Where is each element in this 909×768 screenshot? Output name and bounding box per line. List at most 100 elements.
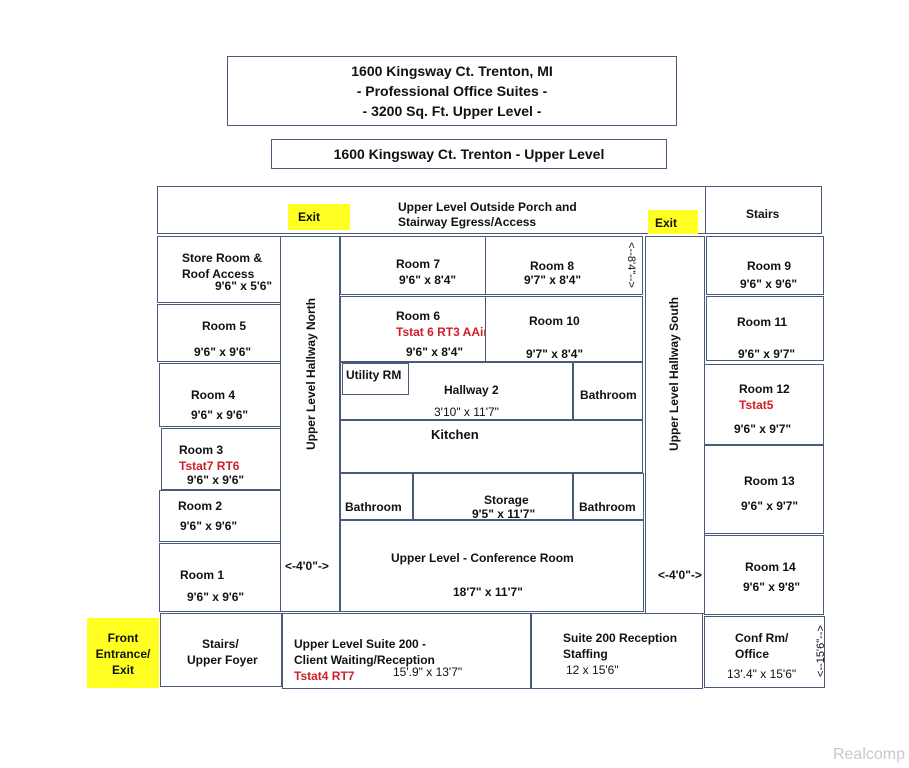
bathroom-right-name: Bathroom bbox=[579, 500, 636, 514]
room-13-name: Room 13 bbox=[744, 474, 795, 488]
room-7-dim: 9'6" x 8'4" bbox=[399, 273, 457, 287]
conf-office-side-dim: <--15'6"--> bbox=[815, 625, 827, 677]
room-3: Room 3 Tstat7 RT6 9'6" x 9'6" bbox=[161, 428, 281, 490]
room-8-dim: 9'7" x 8'4" bbox=[524, 273, 582, 287]
room-5: Room 5 9'6" x 9'6" bbox=[157, 304, 281, 362]
hallway-south-label: Upper Level Hallway South bbox=[667, 296, 681, 452]
reception-label-2: Staffing bbox=[563, 647, 608, 661]
room-10-name: Room 10 bbox=[529, 314, 580, 328]
suite-200-label-2: Client Waiting/Reception bbox=[294, 653, 435, 667]
subtitle: 1600 Kingsway Ct. Trenton - Upper Level bbox=[333, 146, 605, 162]
title-line-3: - 3200 Sq. Ft. Upper Level - bbox=[362, 103, 542, 119]
storage-dim: 9'5" x 11'7" bbox=[472, 507, 536, 521]
store-room-dim: 9'6" x 5'6" bbox=[215, 279, 273, 293]
room-12: Room 12 Tstat5 9'6" x 9'7" bbox=[704, 364, 824, 445]
room-14-dim: 9'6" x 9'8" bbox=[743, 580, 801, 594]
porch-label-1: Upper Level Outside Porch and bbox=[398, 200, 577, 214]
hallway-2-name: Hallway 2 bbox=[444, 383, 499, 397]
title-line-1: 1600 Kingsway Ct. Trenton, MI bbox=[351, 63, 553, 79]
reception-label-1: Suite 200 Reception bbox=[563, 631, 678, 645]
room-3-dim: 9'6" x 9'6" bbox=[187, 473, 245, 487]
room-4-dim: 9'6" x 9'6" bbox=[191, 408, 249, 422]
room-6-tstat: Tstat 6 RT3 AAir bbox=[396, 325, 489, 339]
room-8: Room 8 9'7" x 8'4" <--8'4"--> bbox=[485, 236, 643, 295]
realcomp-watermark: Realcomp bbox=[832, 746, 905, 763]
storage-name: Storage bbox=[484, 493, 529, 507]
bathroom-top-name: Bathroom bbox=[580, 388, 637, 402]
storage: Storage 9'5" x 11'7" bbox=[413, 473, 573, 521]
outside-porch: Upper Level Outside Porch and Stairway E… bbox=[157, 186, 706, 234]
conf-room-office: Conf Rm/ Office 13'.4" x 15'6" <--15'6"-… bbox=[704, 616, 827, 688]
suite-200-dim: 15'.9" x 13'7" bbox=[393, 665, 463, 679]
room-14-name: Room 14 bbox=[745, 560, 796, 574]
room-1-name: Room 1 bbox=[180, 568, 225, 582]
store-room-label-1: Store Room & bbox=[182, 251, 263, 265]
room-4: Room 4 9'6" x 9'6" bbox=[159, 363, 281, 427]
stairs-foyer-label-1: Stairs/ bbox=[202, 637, 239, 651]
exit-left-highlight: Exit bbox=[288, 204, 350, 230]
room-8-name: Room 8 bbox=[530, 259, 575, 273]
hallway-north: Upper Level Hallway North <-4'0"-> bbox=[280, 236, 340, 612]
exit-right-highlight: Exit bbox=[648, 210, 698, 234]
bathroom-top: Bathroom bbox=[573, 362, 643, 420]
bathroom-left-name: Bathroom bbox=[345, 500, 402, 514]
kitchen: Kitchen bbox=[340, 420, 643, 473]
front-entrance-label-3: Exit bbox=[111, 663, 134, 677]
room-14: Room 14 9'6" x 9'8" bbox=[704, 535, 824, 615]
room-3-tstat: Tstat7 RT6 bbox=[179, 459, 240, 473]
conf-office-label-1: Conf Rm/ bbox=[735, 631, 789, 645]
store-room-label-2: Roof Access bbox=[182, 267, 255, 281]
hallway-north-width: <-4'0"-> bbox=[285, 559, 329, 573]
front-entrance-label-1: Front bbox=[107, 631, 139, 645]
stairs-top-label: Stairs bbox=[746, 207, 780, 221]
exit-left-label: Exit bbox=[298, 210, 321, 224]
room-12-name: Room 12 bbox=[739, 382, 790, 396]
suite-200-tstat: Tstat4 RT7 bbox=[294, 669, 355, 683]
room-10: Room 10 9'7" x 8'4" bbox=[485, 296, 643, 362]
title-line-2: - Professional Office Suites - bbox=[356, 83, 548, 99]
front-entrance-label-2: Entrance/ bbox=[95, 647, 151, 661]
room-10-dim: 9'7" x 8'4" bbox=[526, 347, 584, 361]
reception-dim: 12 x 15'6" bbox=[566, 663, 619, 677]
exit-right-label: Exit bbox=[655, 216, 678, 230]
room-4-name: Room 4 bbox=[191, 388, 236, 402]
hallway-south-width: <-4'0"-> bbox=[658, 568, 702, 582]
stairs-upper-foyer: Stairs/ Upper Foyer bbox=[160, 613, 282, 687]
room-2-dim: 9'6" x 9'6" bbox=[180, 519, 238, 533]
conference-room-dim: 18'7" x 11'7" bbox=[453, 585, 523, 599]
room-6-dim: 9'6" x 8'4" bbox=[406, 345, 464, 359]
room-9: Room 9 9'6" x 9'6" bbox=[706, 236, 824, 295]
room-7-name: Room 7 bbox=[396, 257, 441, 271]
conference-room-name: Upper Level - Conference Room bbox=[391, 551, 574, 565]
room-12-tstat: Tstat5 bbox=[739, 398, 774, 412]
room-5-dim: 9'6" x 9'6" bbox=[194, 345, 252, 359]
conference-room: Upper Level - Conference Room 18'7" x 11… bbox=[340, 520, 644, 612]
room-9-name: Room 9 bbox=[747, 259, 792, 273]
room-7: Room 7 9'6" x 8'4" bbox=[340, 236, 486, 295]
room-11-name: Room 11 bbox=[737, 315, 788, 329]
subtitle-box: 1600 Kingsway Ct. Trenton - Upper Level bbox=[271, 139, 667, 169]
room-13: Room 13 9'6" x 9'7" bbox=[704, 445, 824, 534]
room-1: Room 1 9'6" x 9'6" bbox=[159, 543, 281, 612]
room-11: Room 11 9'6" x 9'7" bbox=[706, 296, 824, 361]
room-11-dim: 9'6" x 9'7" bbox=[738, 347, 796, 361]
suite-200-label-1: Upper Level Suite 200 - bbox=[294, 637, 427, 651]
room-12-dim: 9'6" x 9'7" bbox=[734, 422, 792, 436]
room-8-side-dim: <--8'4"--> bbox=[625, 242, 637, 288]
title-box: 1600 Kingsway Ct. Trenton, MI - Professi… bbox=[227, 56, 677, 126]
bathroom-left: Bathroom bbox=[340, 473, 413, 520]
kitchen-name: Kitchen bbox=[431, 427, 479, 442]
room-1-dim: 9'6" x 9'6" bbox=[187, 590, 245, 604]
room-9-dim: 9'6" x 9'6" bbox=[740, 277, 798, 291]
room-13-dim: 9'6" x 9'7" bbox=[741, 499, 799, 513]
utility-room-name: Utility RM bbox=[346, 368, 402, 382]
store-room: Store Room & Roof Access 9'6" x 5'6" bbox=[157, 236, 281, 303]
room-6: Room 6 Tstat 6 RT3 AAir 9'6" x 8'4" bbox=[340, 296, 489, 362]
conf-office-label-2: Office bbox=[735, 647, 770, 661]
suite-200-waiting: Upper Level Suite 200 - Client Waiting/R… bbox=[282, 613, 531, 689]
room-2-name: Room 2 bbox=[178, 499, 223, 513]
room-6-name: Room 6 bbox=[396, 309, 441, 323]
hallway-2-dim: 3'10" x 11'7" bbox=[434, 405, 499, 419]
room-5-name: Room 5 bbox=[202, 319, 247, 333]
utility-room: Utility RM bbox=[342, 363, 409, 395]
